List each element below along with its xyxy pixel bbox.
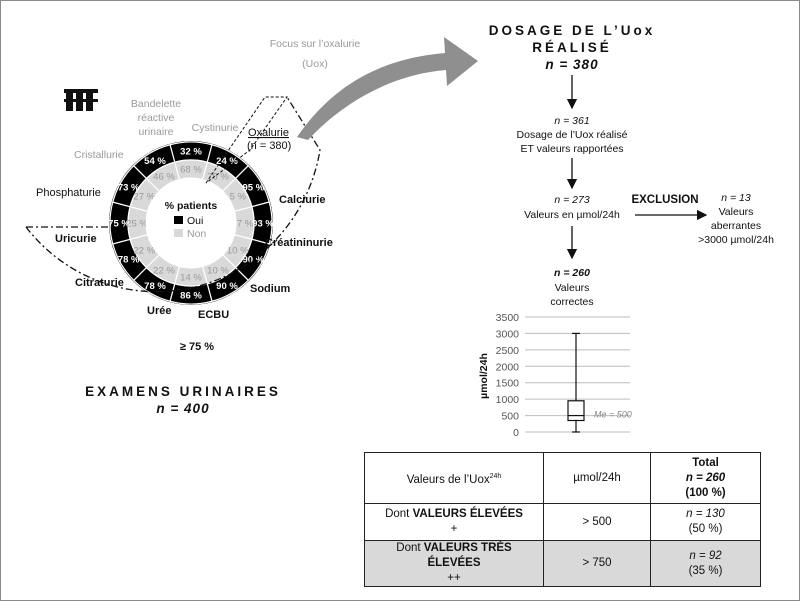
arrow-label-1: Focus sur l’oxalurie (270, 38, 361, 50)
excluded-line2: aberrantes (711, 220, 761, 232)
label-bandelette-3: urinaire (138, 126, 173, 138)
non-value-uree: 22 % (153, 265, 175, 276)
ytick-label: 1000 (496, 394, 520, 406)
label-uree: Urée (147, 305, 171, 317)
legend-non-label: Non (187, 228, 206, 240)
ring-center (146, 178, 236, 268)
non-value-creatininurie: 10 % (227, 246, 249, 257)
oui-value-creatininurie: 90 % (243, 255, 265, 266)
flow-step2-n: n = 273 (554, 194, 589, 206)
threshold-label: ≥ 75 % (180, 341, 214, 353)
flow-step1-n: n = 361 (554, 115, 589, 127)
row1-col2: > 500 (543, 503, 651, 541)
ytick-label: 2000 (496, 361, 520, 373)
non-value-oxalurie: 5 % (230, 192, 247, 203)
oxalurie-focus-outline (205, 96, 288, 184)
legend-non-swatch (174, 229, 183, 237)
uox-values-table: Valeurs de l’Uox24h µmol/24h Total n = 2… (364, 452, 761, 587)
exclusion-label: EXCLUSION (631, 194, 698, 206)
label-oxalurie: Oxalurie (248, 127, 289, 139)
flow-step1-line2: ET valeurs rapportées (520, 143, 623, 155)
arrow-label-2: (Uox) (302, 58, 328, 70)
non-value-calciurie: 7 % (237, 219, 254, 230)
label-uricurie: Uricurie (55, 233, 97, 245)
row2-col2: > 750 (543, 540, 651, 587)
label-bandelette-2: réactive (138, 112, 175, 124)
non-value-uricurie: 25 % (126, 219, 148, 230)
row1-col3: n = 130 (50 %) (650, 503, 761, 541)
threshold-bracket-arc (25, 96, 321, 293)
ytick-label: 0 (513, 427, 519, 439)
row2-col1: Dont VALEURS TRÈS ÉLEVÉES ++ (364, 540, 544, 587)
legend-oui-swatch (174, 216, 183, 224)
label-creatininurie: Créatininurie (265, 237, 333, 249)
label-calciurie: Calciurie (279, 194, 325, 206)
label-phosphaturie: Phosphaturie (36, 187, 101, 199)
focus-arrow (297, 37, 478, 140)
non-value-phosphaturie: 27 % (133, 192, 155, 203)
flow-step3-line1: Valeurs (555, 282, 590, 294)
ytick-label: 1500 (496, 378, 520, 390)
table-header-col2: µmol/24h (543, 452, 651, 504)
legend-oui-label: Oui (187, 215, 203, 227)
test-tubes-icon (64, 89, 98, 111)
label-oxalurie-n: (n = 380) (247, 140, 291, 152)
oui-value-phosphaturie: 73 % (118, 183, 140, 194)
flow-step3-n: n = 260 (554, 267, 590, 279)
table-row: Dont VALEURS ÉLEVÉES + > 500 n = 130 (50… (364, 503, 761, 541)
label-bandelette-1: Bandelette (131, 98, 181, 110)
oui-value-uricurie: 75 % (108, 219, 130, 230)
exam-title: EXAMENS URINAIRES (85, 384, 281, 399)
non-value-bandelette: 68 % (180, 165, 202, 176)
non-value-ecbu: 14 % (180, 273, 202, 284)
row1-col1: Dont VALEURS ÉLEVÉES + (364, 503, 544, 541)
exam-ring-chart: 32 %68 %24 %76 %95 %5 %93 %7 %90 %10 %90… (108, 141, 274, 305)
flow-title-2: RÉALISÉ (532, 40, 612, 55)
flow-title-n: n = 380 (545, 57, 598, 72)
label-ecbu: ECBU (198, 309, 229, 321)
non-value-cristallurie: 46 % (153, 172, 175, 183)
exam-n: n = 400 (156, 401, 209, 416)
non-value-citraturie: 22 % (133, 246, 155, 257)
oui-value-oxalurie: 95 % (243, 183, 265, 194)
uox-boxplot: 0 500 1000 1500 2000 2500 3000 3500 Me = 500 (496, 312, 632, 439)
oui-value-ecbu: 86 % (180, 291, 202, 302)
boxplot-ylabel: µmol/24h (478, 353, 490, 399)
flow-step2-line1: Valeurs en µmol/24h (524, 209, 620, 221)
ytick-label: 3500 (496, 312, 520, 324)
table-header-col3: Total n = 260 (100 %) (650, 452, 761, 504)
oui-value-uree: 78 % (144, 281, 166, 292)
non-value-cystinurie: 76 % (207, 172, 229, 183)
label-cristallurie: Cristallurie (74, 149, 124, 161)
median-annotation: Me = 500 (594, 410, 632, 420)
oui-value-cristallurie: 54 % (144, 156, 166, 167)
box-iqr (567, 400, 585, 422)
label-sodium: Sodium (250, 283, 291, 295)
legend-title: % patients (165, 200, 218, 212)
ytick-label: 2500 (496, 345, 520, 357)
oui-value-bandelette: 32 % (180, 147, 202, 158)
flow-step3-line2: correctes (550, 296, 593, 308)
oui-value-citraturie: 78 % (118, 255, 140, 266)
oui-value-sodium: 90 % (216, 281, 238, 292)
excluded-n: n = 13 (721, 192, 751, 204)
label-cystinurie: Cystinurie (192, 122, 239, 134)
non-value-sodium: 10 % (207, 265, 229, 276)
ytick-label: 3000 (496, 328, 520, 340)
excluded-line1: Valeurs (719, 206, 754, 218)
row2-col3: n = 92 (35 %) (650, 540, 761, 587)
table-header-row: Valeurs de l’Uox24h µmol/24h Total n = 2… (364, 452, 761, 504)
oui-value-cystinurie: 24 % (216, 156, 238, 167)
flow-step1-line1: Dosage de l’Uox réalisé (517, 129, 628, 141)
excluded-line3: >3000 µmol/24h (698, 234, 774, 246)
ytick-label: 500 (501, 411, 519, 423)
flow-title-1: DOSAGE DE L’Uox (489, 23, 656, 38)
oui-value-calciurie: 93 % (252, 219, 274, 230)
table-header-col1: Valeurs de l’Uox24h (364, 452, 544, 504)
table-row: Dont VALEURS TRÈS ÉLEVÉES ++ > 750 n = 9… (364, 540, 761, 587)
